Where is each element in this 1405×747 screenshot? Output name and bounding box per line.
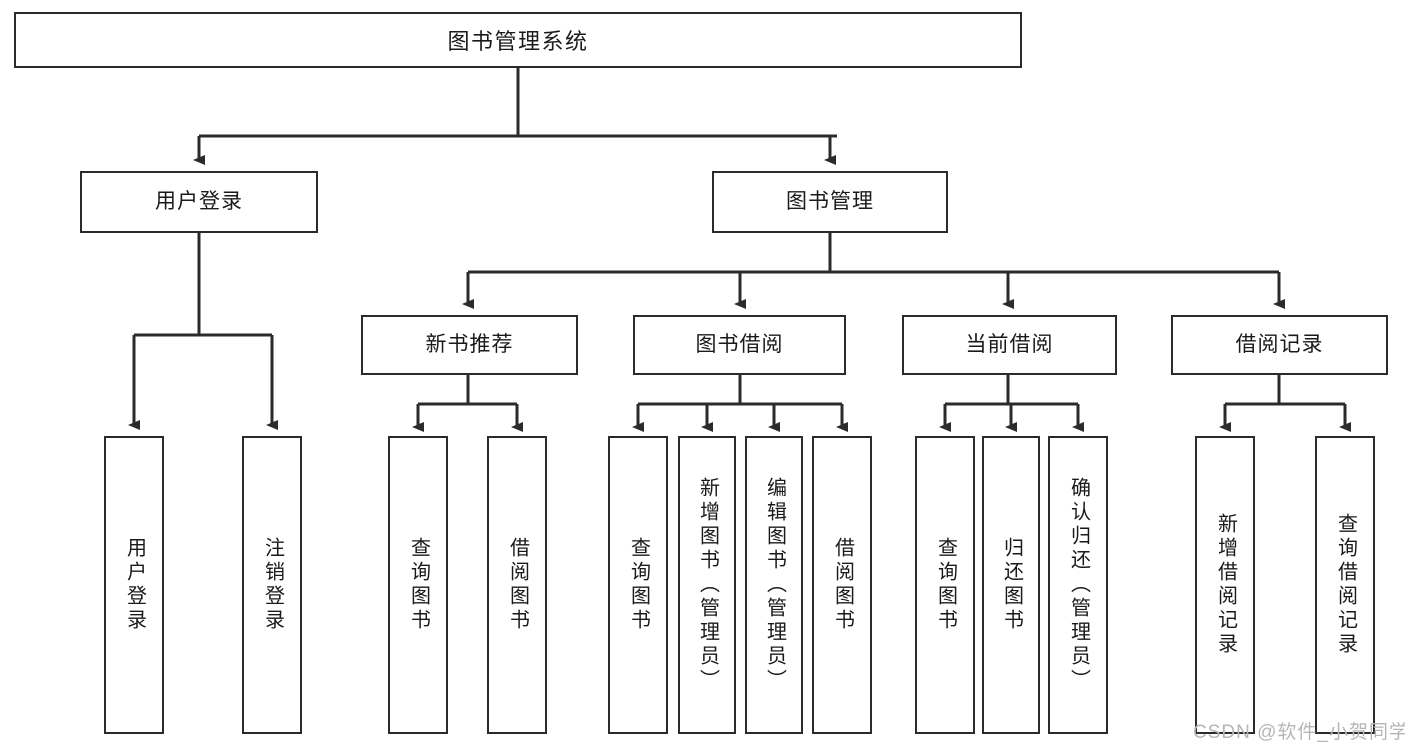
- leaf-label: 新增图书（管理员）: [696, 477, 719, 693]
- leaf-node[interactable]: 查询图书: [388, 436, 448, 734]
- leaf-node[interactable]: 用户登录: [104, 436, 164, 734]
- leaf-node[interactable]: 查询借阅记录: [1315, 436, 1375, 734]
- leaf-label: 新增借阅记录: [1214, 513, 1237, 657]
- leaf-node[interactable]: 查询图书: [608, 436, 668, 734]
- leaf-node[interactable]: 借阅图书: [487, 436, 547, 734]
- node-book-management[interactable]: 图书管理: [712, 171, 948, 233]
- node-user-login[interactable]: 用户登录: [80, 171, 318, 233]
- leaf-label: 注销登录: [261, 537, 284, 633]
- leaf-node[interactable]: 确认归还（管理员）: [1048, 436, 1108, 734]
- leaf-label: 查询借阅记录: [1334, 513, 1357, 657]
- leaf-label: 查询图书: [627, 537, 650, 633]
- leaf-label: 借阅图书: [831, 537, 854, 633]
- leaf-node[interactable]: 新增借阅记录: [1195, 436, 1255, 734]
- leaf-label: 用户登录: [123, 537, 146, 633]
- leaf-label: 确认归还（管理员）: [1067, 477, 1090, 693]
- leaf-node[interactable]: 新增图书（管理员）: [678, 436, 736, 734]
- node-borrow-record[interactable]: 借阅记录: [1171, 315, 1388, 375]
- leaf-node[interactable]: 归还图书: [982, 436, 1040, 734]
- node-root[interactable]: 图书管理系统: [14, 12, 1022, 68]
- leaf-node[interactable]: 查询图书: [915, 436, 975, 734]
- leaf-node[interactable]: 编辑图书（管理员）: [745, 436, 803, 734]
- node-new-book-recommend[interactable]: 新书推荐: [361, 315, 578, 375]
- csdn-watermark: CSDN @软件_小贺同学: [1193, 722, 1405, 743]
- leaf-label: 借阅图书: [506, 537, 529, 633]
- node-current-borrow[interactable]: 当前借阅: [902, 315, 1117, 375]
- node-book-borrow[interactable]: 图书借阅: [633, 315, 846, 375]
- leaf-label: 编辑图书（管理员）: [763, 477, 786, 693]
- leaf-label: 归还图书: [1000, 537, 1023, 633]
- leaf-label: 查询图书: [934, 537, 957, 633]
- leaf-node[interactable]: 借阅图书: [812, 436, 872, 734]
- leaf-node[interactable]: 注销登录: [242, 436, 302, 734]
- leaf-label: 查询图书: [407, 537, 430, 633]
